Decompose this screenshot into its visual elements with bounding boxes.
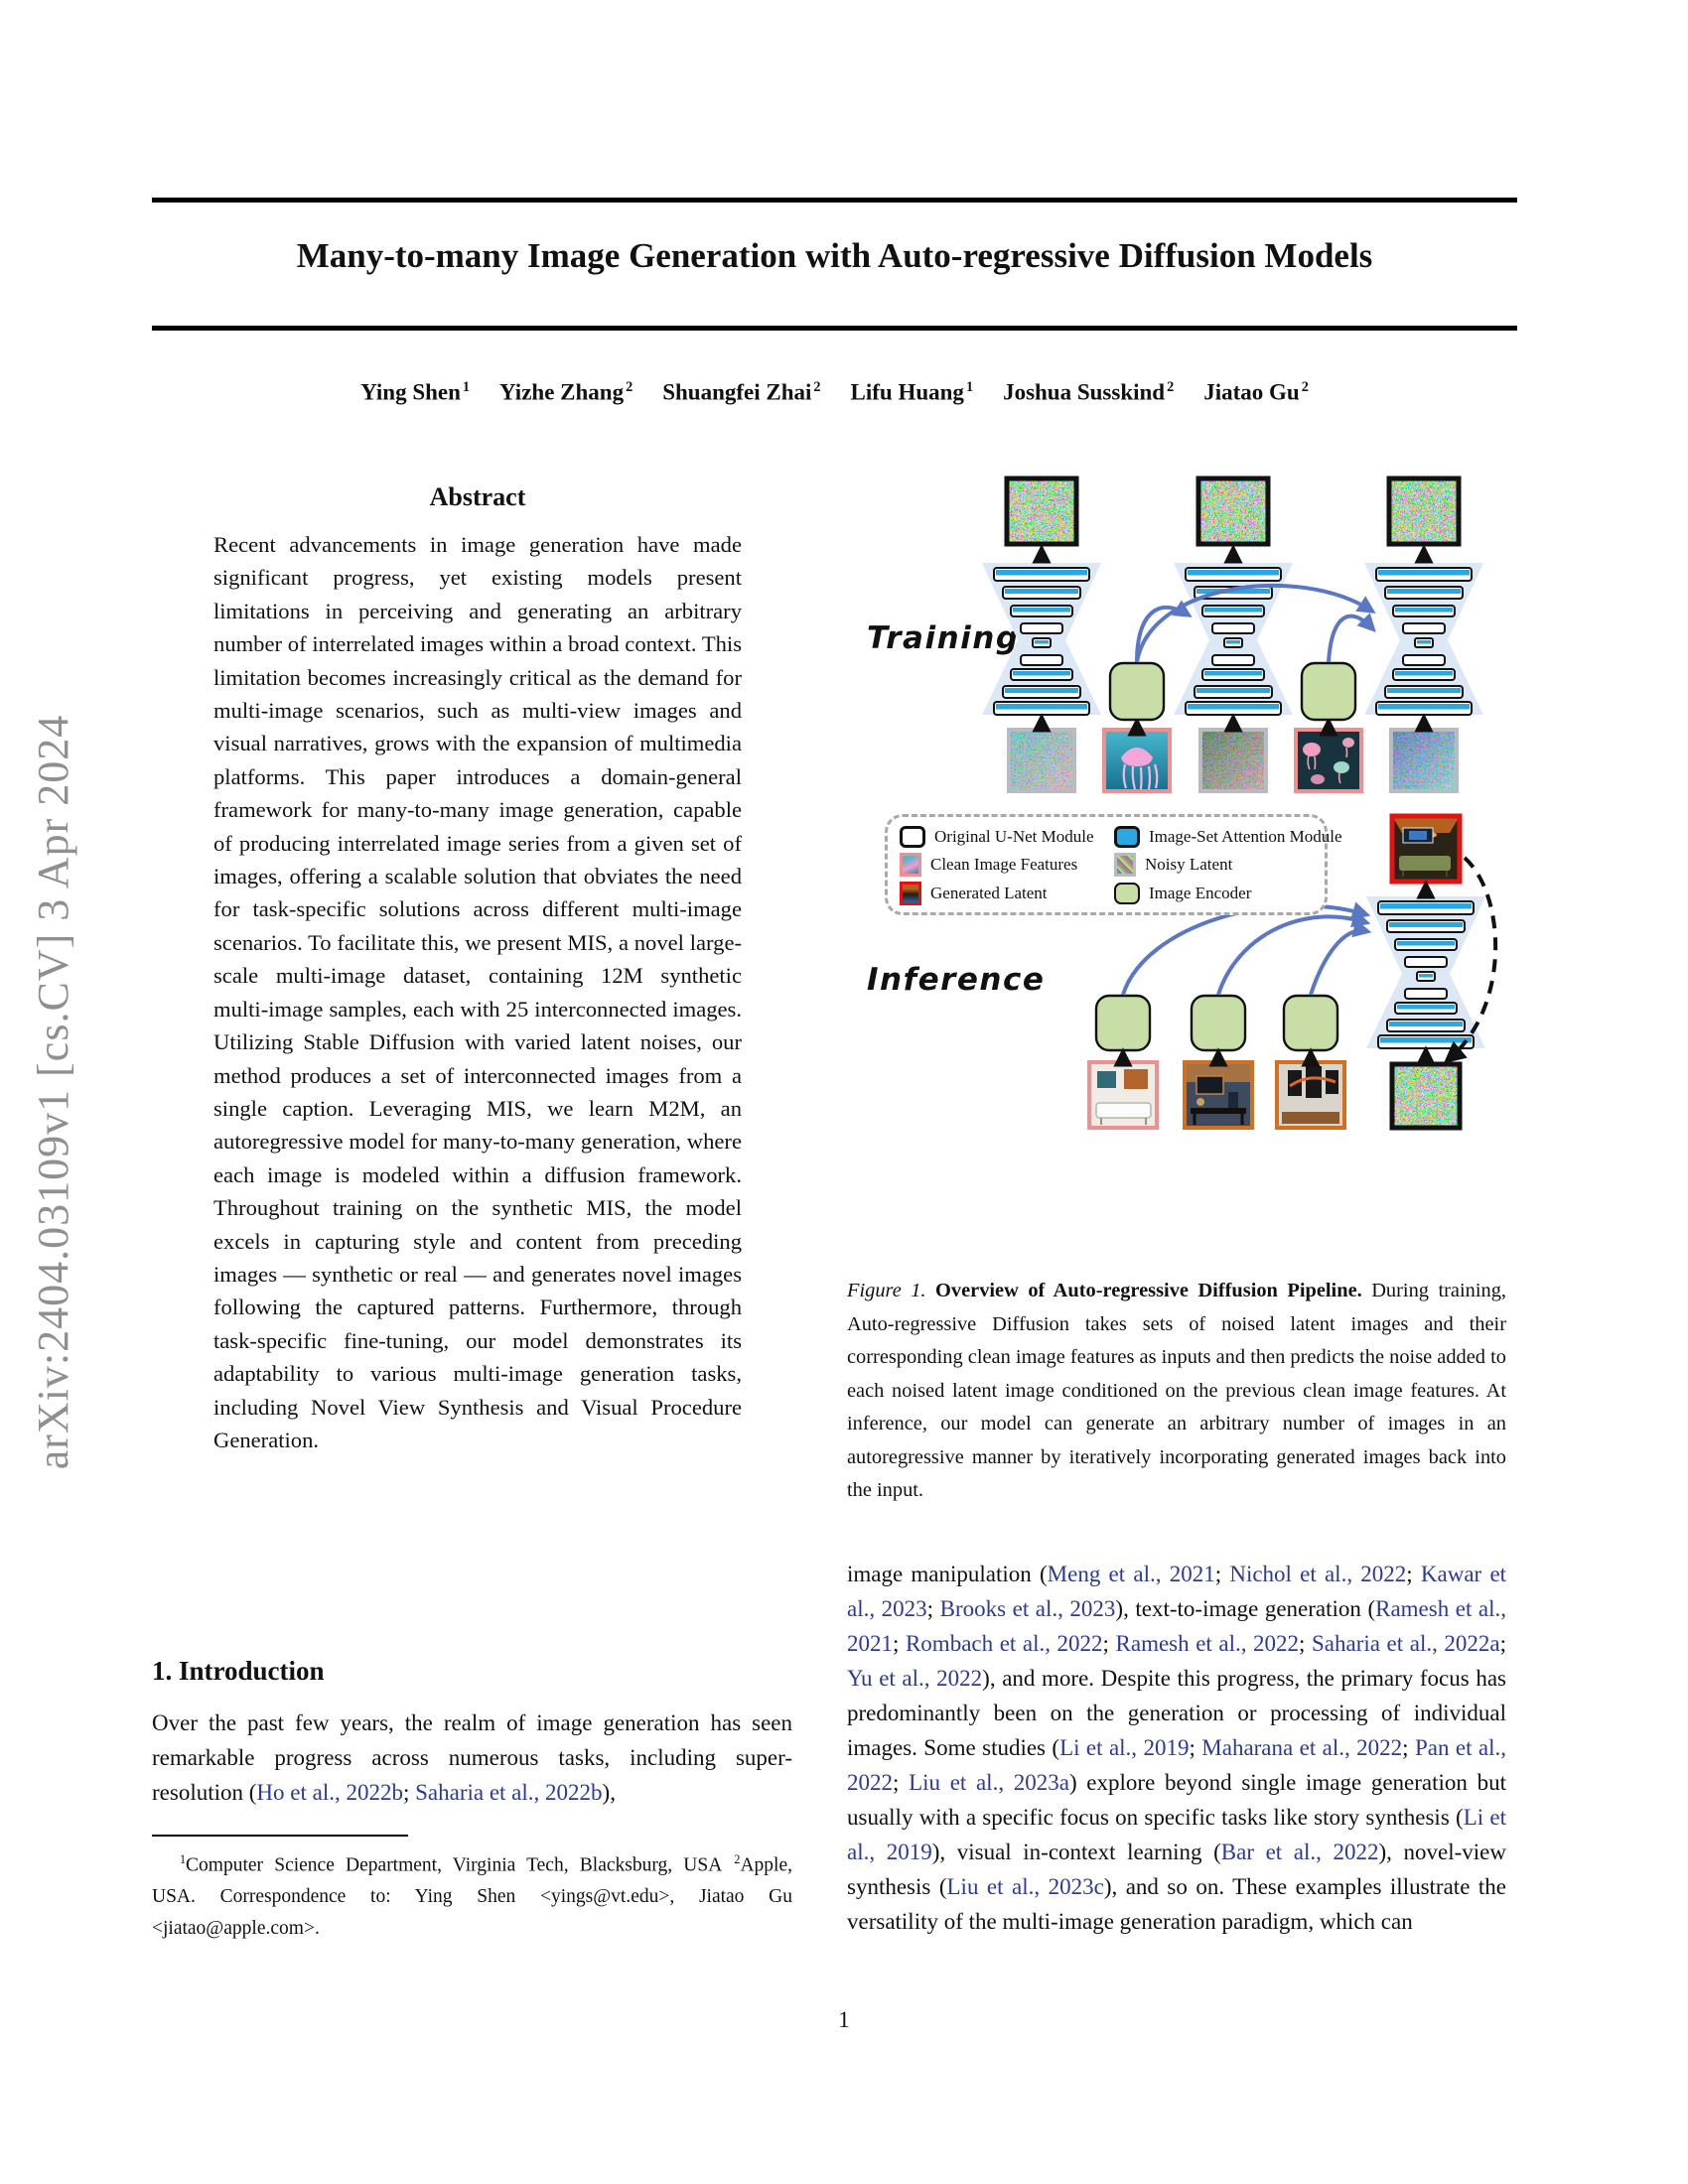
intro-paragraph: Over the past few years, the realm of im… <box>152 1710 792 1805</box>
inference-input-image-3 <box>1275 1060 1346 1130</box>
intro-heading: 1. Introduction <box>152 1656 325 1686</box>
legend-item-clean: Clean Image Features <box>900 853 1110 877</box>
inference-noise-input <box>1389 1061 1463 1131</box>
input-arrows <box>1032 713 1434 737</box>
inference-input-image-1 <box>1087 1060 1159 1130</box>
legend-item-unet: Original U-Net Module <box>900 826 1110 848</box>
legend-label: Image Encoder <box>1149 884 1252 902</box>
figure-legend: Original U-Net Module Image-Set Attentio… <box>885 814 1342 915</box>
image-encoder-icon <box>1114 883 1140 904</box>
page-number: 1 <box>838 2007 850 2032</box>
legend-label: Image-Set Attention Module <box>1149 827 1342 846</box>
legend-item-encoder: Image Encoder <box>1114 883 1342 904</box>
paper-title: Many-to-many Image Generation with Auto-… <box>296 236 1373 275</box>
noisy-latent-icon <box>1114 853 1136 877</box>
unet-3 <box>1363 562 1484 716</box>
generated-image <box>1389 813 1463 885</box>
inference-unet <box>1365 895 1486 1049</box>
legend-label: Clean Image Features <box>930 855 1078 874</box>
attention-module-icon <box>1114 826 1140 848</box>
footnote-rule <box>152 1835 408 1837</box>
conditioning-arrows <box>1135 584 1376 663</box>
inference-encoder-3 <box>1282 994 1339 1052</box>
legend-item-attention: Image-Set Attention Module <box>1114 826 1342 848</box>
inference-diagram: Inference <box>867 813 1497 1131</box>
noise-target-images <box>1004 476 1462 547</box>
figure-1: Training <box>847 467 1504 1261</box>
generated-latent-icon <box>900 882 921 905</box>
output-arrows <box>1032 544 1434 564</box>
clean-image-2 <box>1294 728 1363 793</box>
noisy-latent-inputs <box>1007 728 1459 793</box>
pipeline-diagram: Training <box>867 476 1497 1131</box>
inference-encoder-2 <box>1190 994 1247 1052</box>
title-rule-top <box>152 198 1517 203</box>
training-diagram: Training <box>867 476 1484 793</box>
training-label: Training <box>867 620 1020 656</box>
legend-label: Generated Latent <box>930 884 1048 902</box>
legend-item-noisy: Noisy Latent <box>1114 853 1342 877</box>
abstract-heading: Abstract <box>429 482 526 511</box>
image-encoder-1 <box>1108 661 1166 722</box>
unet-module-icon <box>900 826 925 848</box>
clean-image-1 <box>1102 728 1172 793</box>
inference-input-arrows <box>1113 1045 1436 1067</box>
footnote: 1Computer Science Department, Virginia T… <box>152 1852 792 1939</box>
arxiv-stamp: arXiv:2404.03109v1 [cs.CV] 3 Apr 2024 <box>29 714 77 1470</box>
inference-label: Inference <box>867 962 1045 998</box>
intro-paragraph-continued: image manipulation (Meng et al., 2021; N… <box>847 1562 1507 1934</box>
autoregressive-feedback-arrow <box>1443 856 1497 1064</box>
legend-label: Noisy Latent <box>1145 855 1233 874</box>
clean-image-icon <box>900 853 921 877</box>
inference-input-image-2 <box>1183 1060 1254 1130</box>
image-encoder-2 <box>1300 661 1357 722</box>
title-rule-bottom <box>152 326 1517 331</box>
legend-label: Original U-Net Module <box>934 827 1094 846</box>
legend-item-generated: Generated Latent <box>900 882 1110 905</box>
figure-caption: Figure 1. Overview of Auto-regressive Di… <box>847 1280 1506 1501</box>
inference-encoder-1 <box>1094 994 1152 1052</box>
abstract-text: Recent advancements in image generation … <box>213 532 742 1452</box>
inference-conditioning-arrows <box>1121 901 1372 996</box>
